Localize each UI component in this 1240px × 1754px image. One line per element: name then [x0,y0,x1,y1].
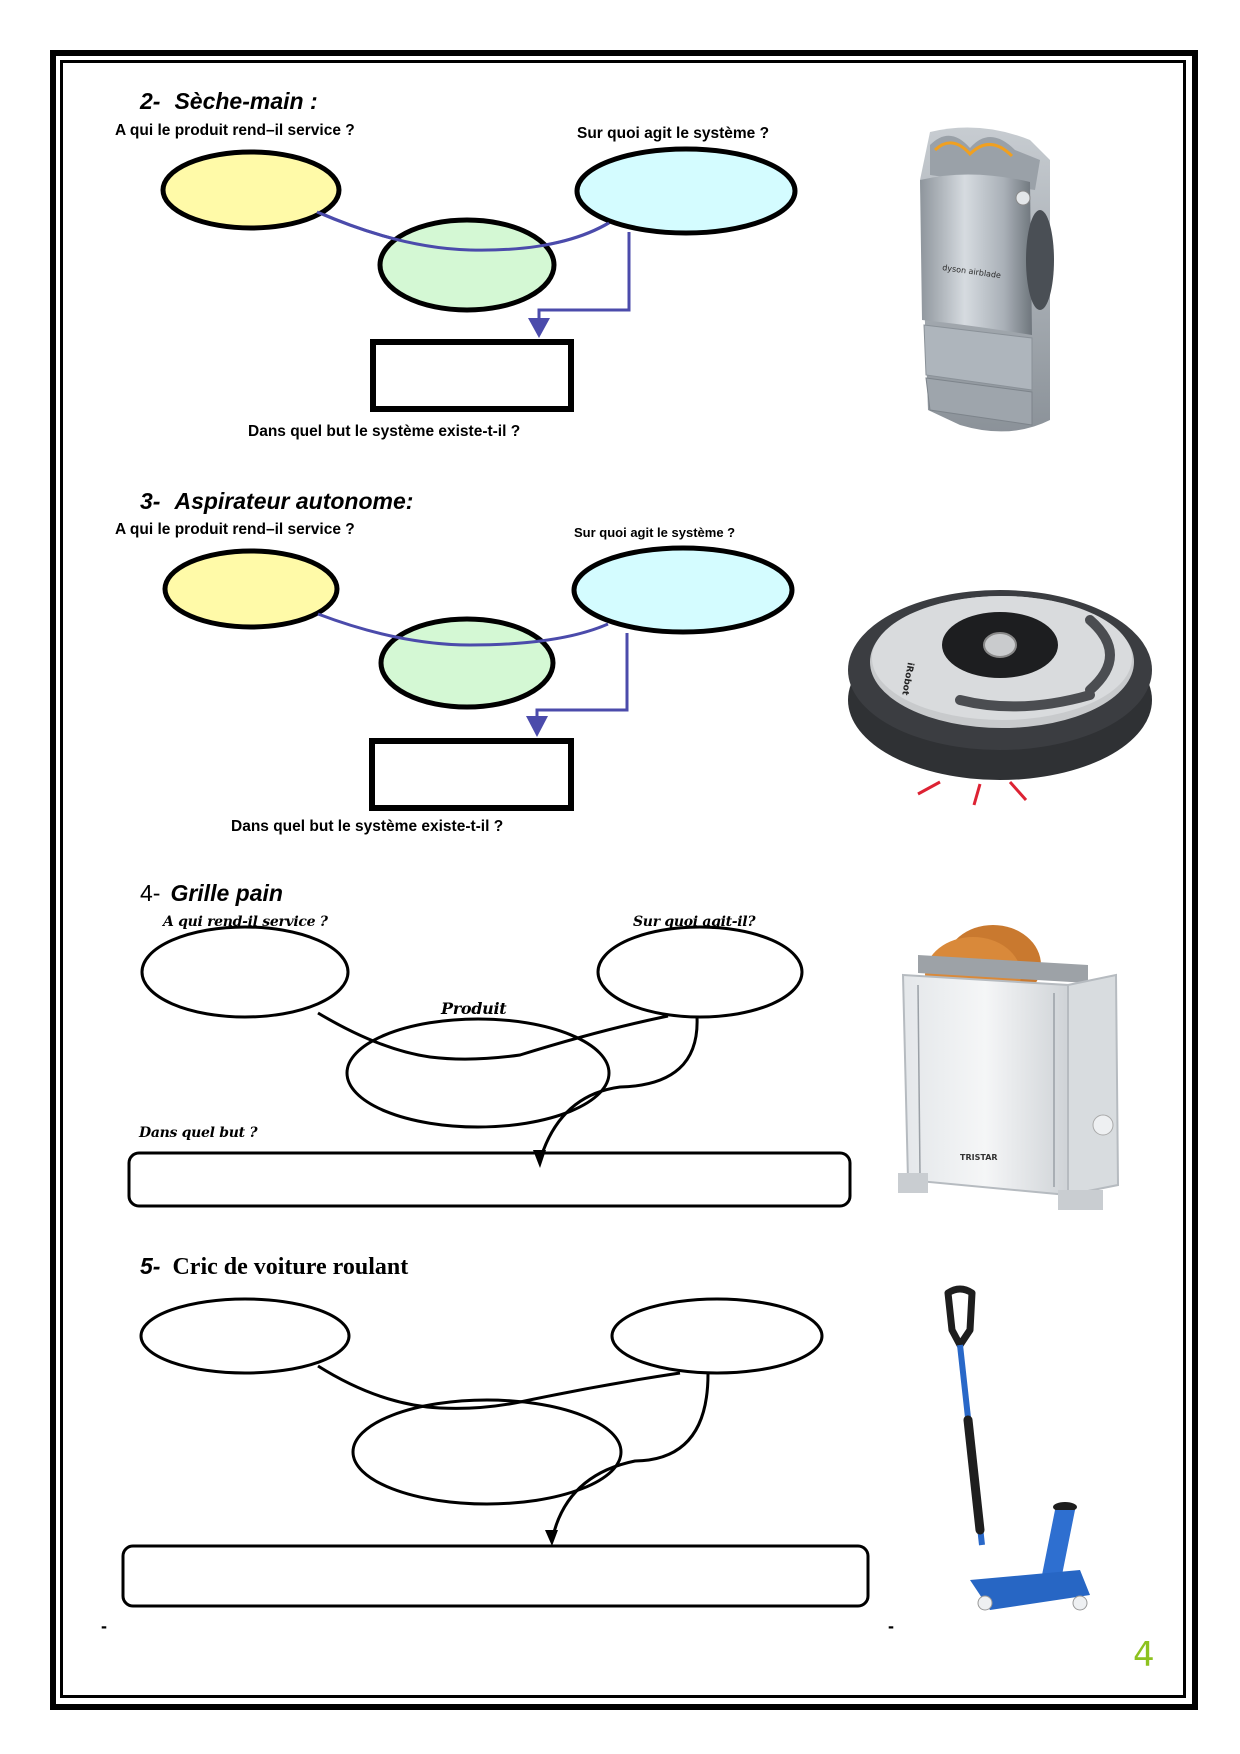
question-user: A qui rend-il service ? [163,914,328,930]
hand-dryer-image: dyson airblade [920,127,1054,432]
section-number: 2- [140,88,161,114]
question-matter: Sur quoi agit le système ? [574,525,736,540]
question-matter: Sur quoi agit-il? [633,914,756,930]
page-border-inner [60,60,1186,1698]
question-goal: Dans quel but ? [139,1125,258,1141]
ellipse-product[interactable] [351,1398,623,1506]
toaster-image: TRISTAR [898,925,1120,1210]
arrowhead-icon [526,716,548,737]
goal-box[interactable] [127,1151,852,1208]
ellipse-matter[interactable] [571,545,795,635]
section-name: Sèche-main : [174,88,318,114]
goal-box[interactable] [370,339,574,412]
ellipse-matter[interactable] [610,1297,824,1375]
footer-mark-left: - [101,1616,107,1636]
goal-box[interactable] [369,738,574,811]
section-number: 4- [140,880,161,906]
ellipse-product[interactable] [345,1017,611,1129]
ellipse-user[interactable] [160,149,342,231]
section-number: 5- [140,1253,161,1279]
connector-overlay-left [316,210,471,252]
ellipse-matter[interactable] [574,146,798,236]
product-label: Produit [441,999,507,1018]
section-number: 3- [140,488,161,514]
question-user: A qui le produit rend–il service ? [115,521,355,538]
section-4-title: 4- Grille pain [140,880,283,907]
page-number: 4 [1133,1635,1155,1675]
connector-user-matter [317,612,609,647]
question-user: A qui le produit rend–il service ? [115,122,355,139]
ellipse-user[interactable] [140,925,350,1019]
arrow-to-goal [538,1016,699,1161]
arrow-to-goal [550,1373,710,1541]
arrowhead-icon [528,318,550,338]
connector-user-matter [317,1011,669,1061]
ellipse-product[interactable] [377,217,557,313]
question-matter: Sur quoi agit le système ? [577,125,770,142]
goal-box[interactable] [121,1544,870,1608]
ellipse-user[interactable] [139,1297,351,1375]
robot-vacuum-image: iRobot [848,590,1152,806]
ellipse-matter[interactable] [596,925,804,1019]
question-goal: Dans quel but le système existe-t-il ? [231,818,504,835]
section-name: Grille pain [170,880,283,906]
footer-mark-right: - [888,1616,894,1636]
section-5-title: 5- Cric de voiture roulant [140,1253,408,1281]
section-name: Aspirateur autonome: [174,488,414,514]
svg-text:TRISTAR: TRISTAR [960,1153,998,1162]
section-2-title: 2- Sèche-main : [140,88,318,115]
connector-overlay-right [469,221,610,252]
connector-user-matter [317,1364,681,1410]
floor-jack-image [944,1285,1090,1611]
section-3-title: 3- Aspirateur autonome: [140,488,413,515]
section-name: Cric de voiture roulant [172,1254,409,1280]
question-goal: Dans quel but le système existe-t-il ? [248,423,521,440]
page-border-outer [50,50,1198,1710]
ellipse-user[interactable] [162,548,340,630]
arrowhead-icon [545,1530,558,1546]
